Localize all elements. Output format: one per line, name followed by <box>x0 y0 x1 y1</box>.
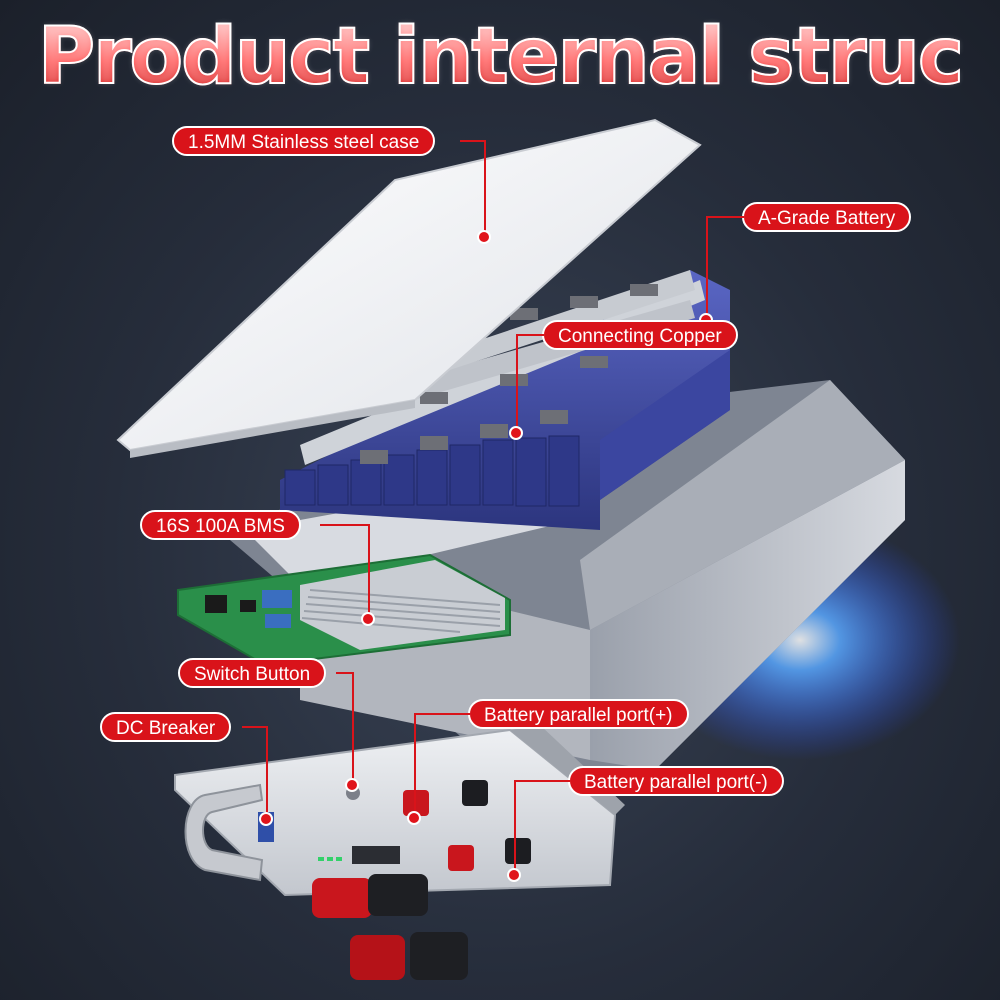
callout-battery-leader-v <box>706 216 708 318</box>
page-title: Product internal struc <box>0 11 1000 103</box>
callout-battery-leader <box>706 216 744 218</box>
callout-case-label: 1.5MM Stainless steel case <box>172 126 436 156</box>
callout-port-neg-leader <box>514 780 570 782</box>
callout-battery-label: A-Grade Battery <box>742 202 912 232</box>
callout-bms-leader <box>320 524 370 526</box>
callout-port-neg-leader-v <box>514 780 516 874</box>
callout-switch-leader <box>336 672 354 674</box>
callout-case-leader-v <box>484 140 486 236</box>
callout-breaker-dot <box>259 812 273 826</box>
callout-copper-dot <box>509 426 523 440</box>
callout-breaker-leader-v <box>266 726 268 818</box>
bms-board <box>177 553 511 667</box>
callout-bms-label: 16S 100A BMS <box>140 510 301 540</box>
callout-case-dot <box>477 230 491 244</box>
callout-bms-leader-v <box>368 524 370 618</box>
callout-copper-leader-v <box>516 334 518 432</box>
callout-port-neg-dot <box>507 868 521 882</box>
callout-port-pos-leader <box>414 713 470 715</box>
callout-port-pos-leader-v <box>414 713 416 817</box>
callout-copper-label: Connecting Copper <box>542 320 738 350</box>
callout-switch-dot <box>345 778 359 792</box>
callout-switch-leader-v <box>352 672 354 784</box>
callout-case-leader <box>460 140 486 142</box>
callout-port-neg-label: Battery parallel port(-) <box>568 766 784 796</box>
callout-bms-dot <box>361 612 375 626</box>
front-panel <box>174 725 625 980</box>
callout-breaker-label: DC Breaker <box>100 712 232 742</box>
callout-port-pos-dot <box>407 811 421 825</box>
callout-breaker-leader <box>242 726 268 728</box>
callout-switch-label: Switch Button <box>178 658 327 688</box>
callout-copper-leader <box>516 334 544 336</box>
callout-port-pos-label: Battery parallel port(+) <box>468 699 689 729</box>
